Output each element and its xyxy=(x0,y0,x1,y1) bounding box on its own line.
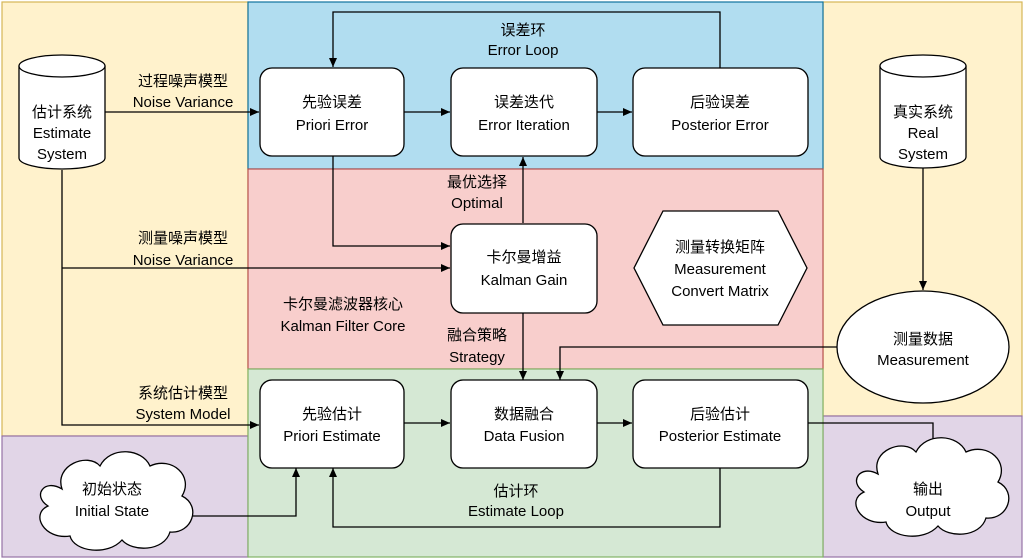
initial-state-en: Initial State xyxy=(75,503,149,520)
data-fusion-en: Data Fusion xyxy=(484,428,565,445)
measurement-matrix-node: 测量转换矩阵 Measurement Convert Matrix xyxy=(633,210,808,326)
edge-initial-state-to-priori-estimate xyxy=(192,468,300,517)
output-node: 输出 Output xyxy=(855,437,1010,537)
measurement-zh: 测量数据 xyxy=(893,331,953,348)
process-noise-label-en: Noise Variance xyxy=(133,94,234,111)
output-en: Output xyxy=(905,503,951,520)
optimal-label-zh: 最优选择 xyxy=(447,174,507,191)
estimate-loop-label-en: Estimate Loop xyxy=(468,503,564,520)
kalman-gain-zh: 卡尔曼增益 xyxy=(486,249,561,266)
priori-error-node: 先验误差 Priori Error xyxy=(259,67,405,157)
output-zh: 输出 xyxy=(913,481,943,498)
measurement-matrix-zh: 测量转换矩阵 xyxy=(675,239,765,256)
estimate-system-node: 估计系统 Estimate System xyxy=(18,54,106,170)
estimate-system-en2: System xyxy=(37,146,87,163)
measurement-noise-label-en: Noise Variance xyxy=(133,252,234,269)
kalman-gain-node: 卡尔曼增益 Kalman Gain xyxy=(450,223,598,314)
kalman-core-label-zh: 卡尔曼滤波器核心 xyxy=(283,296,403,313)
estimate-system-zh: 估计系统 xyxy=(32,104,92,121)
edge-posterior-error-feedback xyxy=(329,11,721,68)
measurement-noise-label-zh: 测量噪声模型 xyxy=(138,229,228,247)
kalman-core-label-en: Kalman Filter Core xyxy=(280,318,405,335)
edge-posterior-estimate-feedback xyxy=(329,467,721,528)
measurement-matrix-en1: Measurement xyxy=(674,261,767,278)
priori-error-zh: 先验误差 xyxy=(302,94,362,111)
initial-state-node: 初始状态 Initial State xyxy=(39,451,194,551)
real-system-zh: 真实系统 xyxy=(893,103,953,121)
posterior-estimate-zh: 后验估计 xyxy=(690,406,750,423)
posterior-estimate-en: Posterior Estimate xyxy=(659,428,782,445)
strategy-label-en: Strategy xyxy=(449,349,505,366)
error-iteration-node: 误差迭代 Error Iteration xyxy=(450,67,598,157)
initial-state-zh: 初始状态 xyxy=(82,481,142,498)
real-system-en1: Real xyxy=(908,125,939,142)
system-model-label-zh: 系统估计模型 xyxy=(138,385,228,402)
error-loop-label-en: Error Loop xyxy=(488,42,559,59)
edge-estimate-system-down xyxy=(61,170,259,429)
strategy-label-zh: 融合策略 xyxy=(447,327,507,344)
posterior-error-en: Posterior Error xyxy=(671,117,769,134)
process-noise-label-zh: 过程噪声模型 xyxy=(138,72,228,90)
measurement-matrix-en2: Convert Matrix xyxy=(671,283,769,300)
error-iteration-zh: 误差迭代 xyxy=(494,94,554,111)
priori-estimate-node: 先验估计 Priori Estimate xyxy=(259,379,405,469)
measurement-en: Measurement xyxy=(877,352,970,369)
posterior-error-zh: 后验误差 xyxy=(690,94,750,111)
real-system-en2: System xyxy=(898,146,948,163)
posterior-error-node: 后验误差 Posterior Error xyxy=(632,67,809,157)
priori-estimate-zh: 先验估计 xyxy=(302,406,362,423)
estimate-loop-label-zh: 估计环 xyxy=(493,483,538,500)
real-system-node: 真实系统 Real System xyxy=(879,54,967,169)
edge-priori-error-to-kalman-gain xyxy=(332,156,450,250)
system-model-label-en: System Model xyxy=(135,406,230,423)
error-iteration-en: Error Iteration xyxy=(478,117,570,134)
edge-measurement-to-data-fusion xyxy=(556,346,838,380)
error-loop-label-zh: 误差环 xyxy=(500,22,545,39)
data-fusion-node: 数据融合 Data Fusion xyxy=(450,379,598,469)
measurement-node: 测量数据 Measurement xyxy=(836,290,1010,404)
posterior-estimate-node: 后验估计 Posterior Estimate xyxy=(632,379,809,469)
optimal-label-en: Optimal xyxy=(451,195,503,212)
priori-error-en: Priori Error xyxy=(296,117,369,134)
kalman-gain-en: Kalman Gain xyxy=(481,272,568,289)
data-fusion-zh: 数据融合 xyxy=(494,406,554,423)
priori-estimate-en: Priori Estimate xyxy=(283,428,381,445)
estimate-system-en1: Estimate xyxy=(33,125,91,142)
